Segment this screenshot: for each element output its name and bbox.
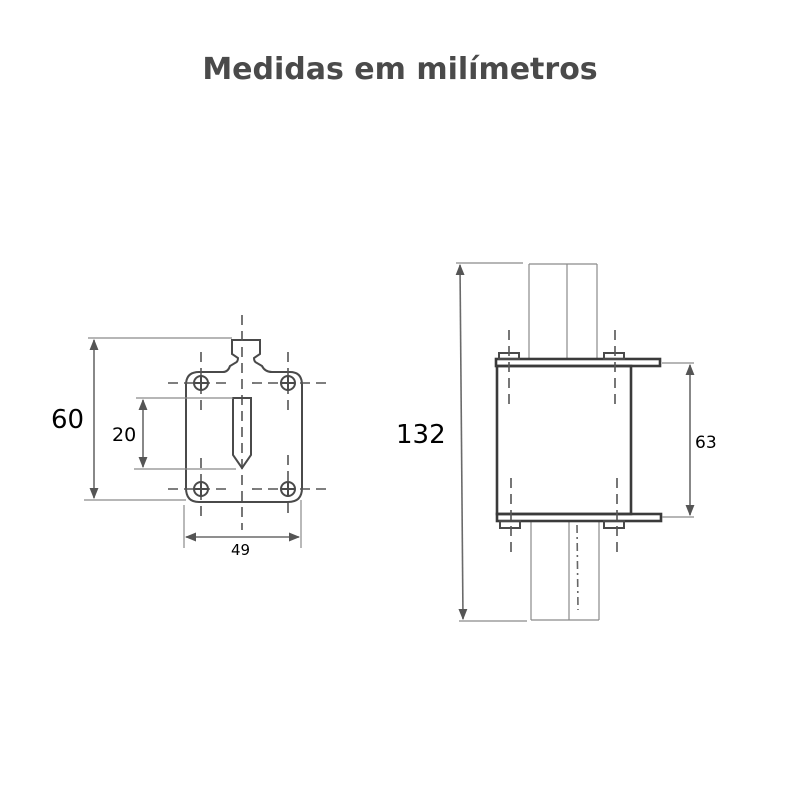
lower-blade — [530, 520, 600, 621]
indicator-slot — [232, 397, 252, 470]
dim-width-label: 49 — [231, 541, 250, 559]
page-title: Medidas em milímetros — [202, 52, 598, 87]
fuse-body — [495, 364, 633, 516]
mounting-hole-top-right — [280, 375, 296, 391]
mounting-hole-bottom-right — [280, 481, 296, 497]
mounting-hole-top-left — [193, 375, 209, 391]
front-view: 60 20 49 — [51, 315, 332, 559]
dim-body-height-label: 63 — [695, 433, 717, 453]
dim-length-label: 132 — [396, 420, 446, 450]
dim-132-line — [455, 263, 468, 621]
nut-bottom-right — [603, 520, 625, 529]
front-body-outline — [185, 339, 303, 503]
mounting-hole-bottom-left — [193, 481, 209, 497]
nut-top-right — [603, 352, 625, 360]
dim-height-label: 60 — [51, 405, 84, 435]
nut-bottom-left — [499, 520, 521, 529]
upper-blade — [528, 263, 598, 360]
side-view: 132 63 — [396, 262, 717, 622]
dim-slot-label: 20 — [112, 424, 136, 446]
